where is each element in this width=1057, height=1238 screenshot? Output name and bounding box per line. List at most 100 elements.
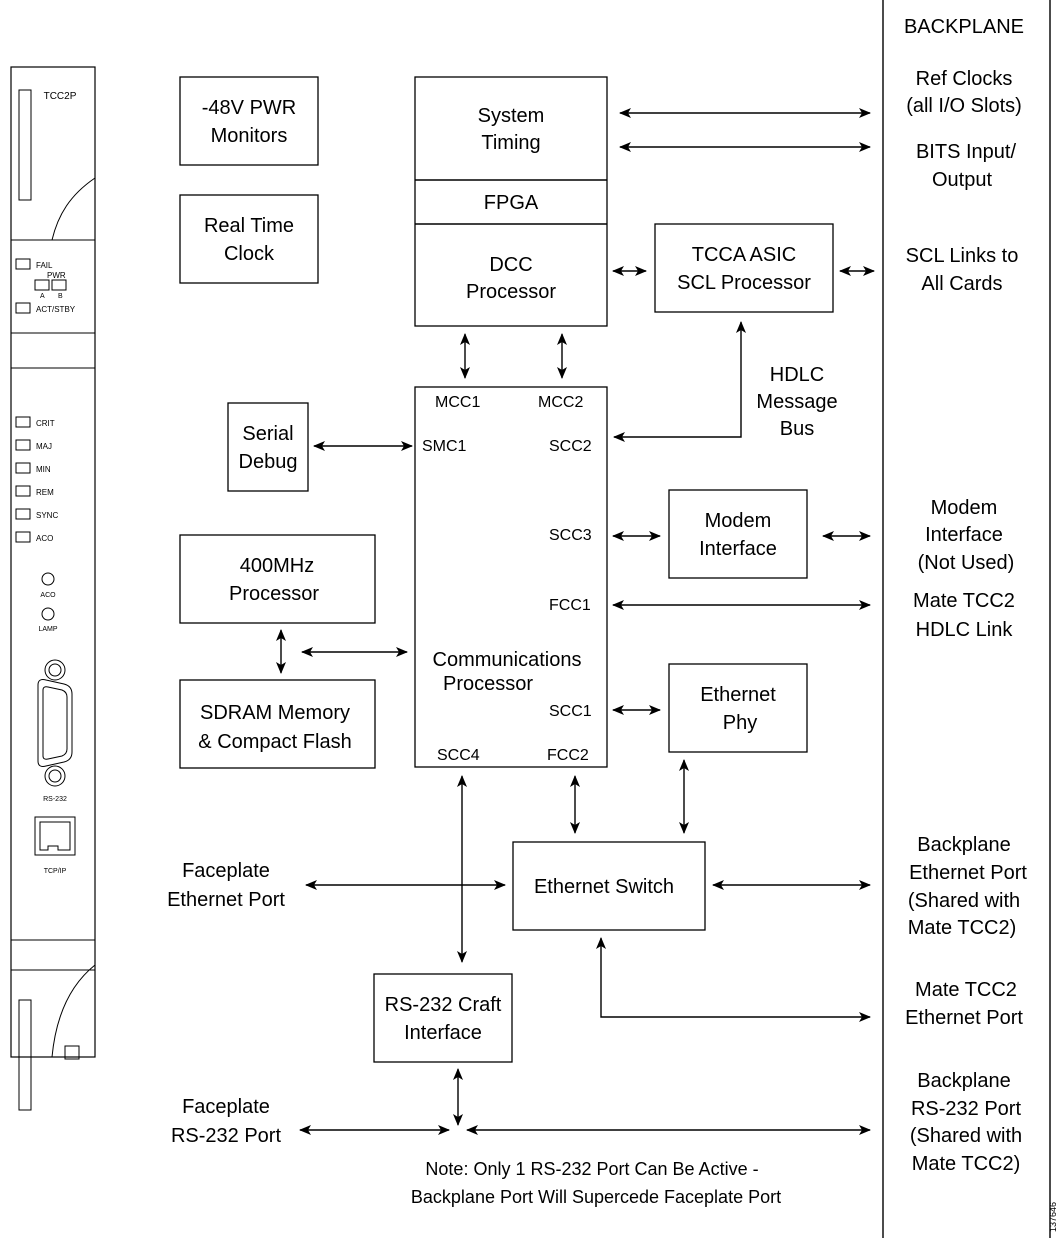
rem-led [15, 485, 31, 497]
block-400mhz-processor: 400MHz Processor [179, 534, 376, 624]
arrow-mate-eth [596, 937, 871, 1022]
svg-text:Note: Only 1 RS-232 Port Can: Note: Only 1 RS-232 Port Can Be Active - [425, 1159, 758, 1179]
svg-text:Bus: Bus [780, 418, 814, 440]
bp-modem: Modem [931, 497, 998, 519]
port-fcc1: FCC1 [549, 597, 591, 614]
bp-modem-3: (Not Used) [918, 552, 1015, 574]
lamp-button-label: LAMP [38, 626, 57, 633]
bp-bits-2: Output [932, 169, 992, 191]
svg-text:Clock: Clock [224, 243, 275, 265]
svg-text:RS-232 Craft: RS-232 Craft [385, 994, 502, 1016]
rs232-note: Note: Only 1 RS-232 Port Can Be Active -… [411, 1159, 781, 1207]
block-tcca-asic: TCCA ASIC SCL Processor [654, 223, 834, 313]
faceplate-ethernet-label: Faceplate Ethernet Port [167, 860, 285, 911]
comm-processor-label: Communications [433, 649, 582, 671]
figure-id: 137646 [1048, 1202, 1057, 1232]
pwr-b-label: B [58, 293, 63, 300]
svg-text:Serial: Serial [242, 423, 293, 445]
bp-scl-links: SCL Links to [906, 245, 1019, 267]
svg-text:Real Time: Real Time [204, 215, 294, 237]
pwr-a-label: A [40, 293, 45, 300]
backplane-title: BACKPLANE [904, 16, 1024, 38]
faceplate-rs232-label: Faceplate RS-232 Port [171, 1096, 281, 1147]
port-scc4: SCC4 [437, 747, 480, 764]
min-label: MIN [36, 465, 51, 474]
maj-led [15, 439, 31, 451]
aco-button-label: ACO [40, 592, 56, 599]
fpga-label: FPGA [484, 192, 539, 214]
block-ethernet-phy: Ethernet Phy [668, 663, 808, 753]
fail-led [15, 258, 31, 270]
lamp-button-icon [41, 607, 55, 621]
bp-bits: BITS Input/ [916, 141, 1016, 163]
svg-text:-48V PWR: -48V PWR [202, 97, 296, 119]
block-system-timing-fpga-dcc: System Timing FPGA DCC Processor [414, 76, 608, 327]
maj-label: MAJ [36, 442, 52, 451]
bottom-ejector-slot [18, 999, 32, 1111]
bp-mate-eth-2: Ethernet Port [905, 1007, 1023, 1029]
svg-text:Processor: Processor [229, 583, 319, 605]
svg-text:SDRAM Memory: SDRAM Memory [200, 702, 350, 724]
card-faceplate: TCC2P FAIL PWR A B ACT/STBY CRIT MAJ MIN… [10, 66, 96, 1111]
block-rs232-craft: RS-232 Craft Interface [373, 973, 513, 1063]
bp-mate-hdlc: Mate TCC2 [913, 590, 1015, 612]
bp-scl-links-2: All Cards [921, 273, 1002, 295]
block-pwr-monitors: -48V PWR Monitors [179, 76, 319, 166]
bottom-latch [64, 1045, 80, 1060]
svg-text:Faceplate: Faceplate [182, 860, 270, 882]
svg-text:Phy: Phy [723, 712, 757, 734]
svg-text:RS-232 Port: RS-232 Port [171, 1125, 281, 1147]
act-stby-label: ACT/STBY [36, 305, 76, 314]
bp-backplane-eth-2: Ethernet Port [909, 862, 1027, 884]
port-fcc2: FCC2 [547, 747, 589, 764]
bottom-ejector-icon [11, 928, 96, 1058]
aco-led [15, 531, 31, 543]
rem-label: REM [36, 488, 54, 497]
min-led [15, 462, 31, 474]
pwr-label: PWR [47, 271, 66, 280]
faceplate-card-name: TCC2P [44, 91, 77, 102]
svg-text:Message: Message [756, 391, 837, 413]
svg-text:Backplane Port Will Supercede: Backplane Port Will Supercede Faceplate … [411, 1187, 781, 1207]
block-communications-processor: MCC1 MCC2 SMC1 SCC2 SCC3 FCC1 Communicat… [414, 386, 608, 768]
block-modem-interface: Modem Interface [668, 489, 808, 579]
connectors [276, 108, 875, 1135]
bp-mate-eth: Mate TCC2 [915, 979, 1017, 1001]
sync-led [15, 508, 31, 520]
svg-text:SCL Processor: SCL Processor [677, 272, 811, 294]
block-serial-debug: Serial Debug [227, 402, 309, 492]
pwr-a-led [34, 279, 50, 291]
port-mcc1: MCC1 [435, 394, 480, 411]
bp-backplane-eth: Backplane [917, 834, 1010, 856]
svg-text:HDLC: HDLC [770, 364, 824, 386]
svg-text:Ethernet Switch: Ethernet Switch [534, 876, 674, 898]
tcpip-connector-icon [34, 816, 76, 856]
svg-text:Ethernet Port: Ethernet Port [167, 889, 285, 911]
bp-backplane-rs232-4: Mate TCC2) [912, 1153, 1021, 1175]
bp-backplane-rs232-2: RS-232 Port [911, 1098, 1021, 1120]
bp-backplane-eth-4: Mate TCC2) [908, 917, 1017, 939]
svg-text:400MHz: 400MHz [240, 555, 314, 577]
backplane: BACKPLANE Ref Clocks (all I/O Slots) BIT… [882, 0, 1051, 1238]
tcpip-connector-label: TCP/IP [44, 868, 67, 875]
port-smc1: SMC1 [422, 438, 467, 455]
sync-label: SYNC [36, 511, 58, 520]
port-scc3: SCC3 [549, 527, 592, 544]
svg-text:Monitors: Monitors [211, 125, 288, 147]
system-timing-label: System [478, 105, 545, 127]
crit-led [15, 416, 31, 428]
rs232-connector-icon [37, 659, 73, 787]
svg-text:& Compact Flash: & Compact Flash [198, 731, 351, 753]
bp-backplane-rs232-3: (Shared with [910, 1125, 1022, 1147]
bp-backplane-rs232: Backplane [917, 1070, 1010, 1092]
system-timing-label-2: Timing [481, 132, 540, 154]
port-mcc2: MCC2 [538, 394, 583, 411]
arrow-hdlc-bus [613, 321, 746, 442]
fail-label: FAIL [36, 261, 53, 270]
dcc-label: DCC [489, 254, 532, 276]
top-ejector-slot [18, 89, 32, 201]
aco-label: ACO [36, 534, 53, 543]
block-ethernet-switch: Ethernet Switch [512, 841, 706, 931]
bp-ref-clocks: Ref Clocks [916, 68, 1013, 90]
